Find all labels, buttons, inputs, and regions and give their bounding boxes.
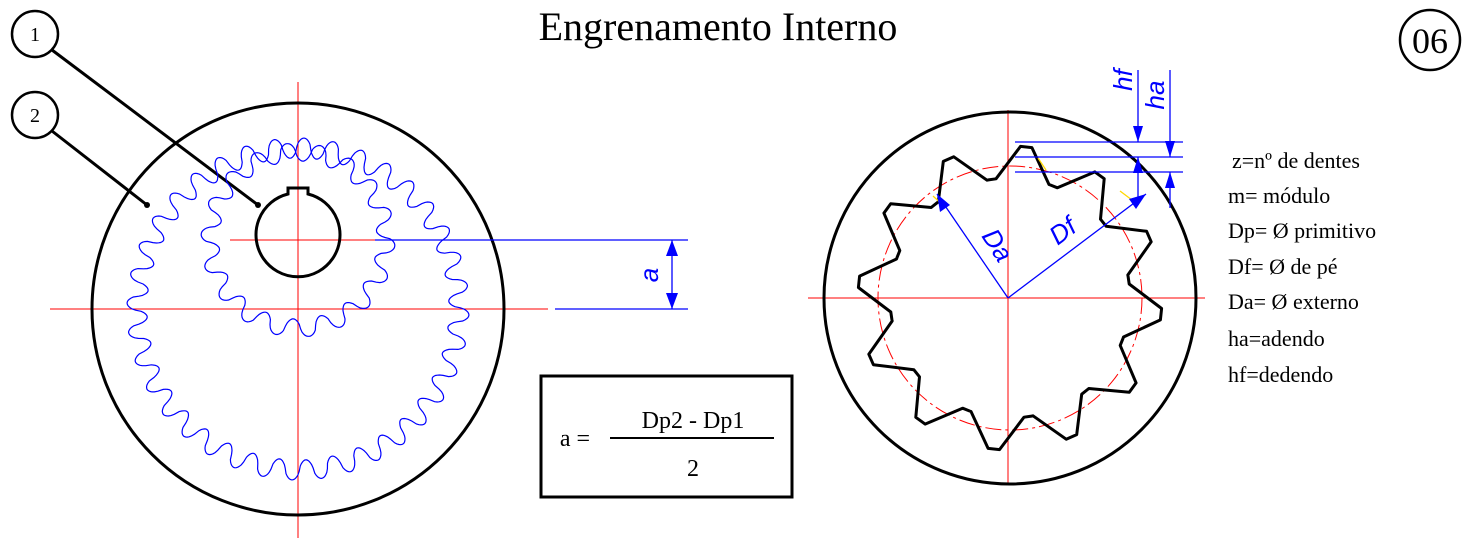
legend-item-z: z=nº de dentes bbox=[1232, 148, 1360, 173]
callout-2-label: 2 bbox=[30, 105, 40, 127]
callout-1-circle bbox=[10, 9, 60, 59]
pinion-tooth-profile bbox=[200, 143, 396, 337]
pitch-circle bbox=[877, 165, 1143, 431]
formula-denominator: 2 bbox=[687, 456, 699, 482]
right-ring-body bbox=[822, 110, 1198, 486]
right-ring-gear: Da Df hf ha bbox=[808, 66, 1205, 486]
callout-1-label: 1 bbox=[30, 24, 40, 46]
ring-gear-tooth-profile bbox=[126, 137, 470, 481]
legend-item-hf: hf=dedendo bbox=[1228, 362, 1333, 387]
formula-numerator: Dp2 - Dp1 bbox=[642, 408, 745, 434]
ring-gear-body bbox=[90, 101, 506, 517]
tooth-height-arrows bbox=[1133, 126, 1175, 188]
pinion-bore-keyway bbox=[254, 186, 342, 279]
right-ring-tooth-profile bbox=[856, 144, 1164, 452]
legend-item-dp: Dp= Ø primitivo bbox=[1228, 218, 1376, 243]
callout-2-leader bbox=[51, 129, 148, 207]
callout-2-dot bbox=[144, 202, 150, 208]
ha-label: ha bbox=[1140, 81, 1170, 110]
df-dimension: Df bbox=[1007, 193, 1147, 299]
callout-1-dot bbox=[255, 202, 261, 208]
left-gear-assembly: a bbox=[50, 82, 688, 538]
legend-item-da: Da= Ø externo bbox=[1228, 289, 1359, 314]
legend: z=nº de dentes m= módulo Dp= Ø primitivo… bbox=[1228, 148, 1376, 387]
center-distance-dimension: a bbox=[375, 239, 688, 310]
formula-box: a = Dp2 - Dp1 2 bbox=[539, 374, 794, 499]
formula-lhs: a = bbox=[560, 426, 590, 452]
page-title: Engrenamento Interno bbox=[539, 4, 898, 49]
legend-item-m: m= módulo bbox=[1228, 183, 1330, 208]
legend-item-ha: ha=adendo bbox=[1228, 326, 1325, 351]
page-number: 06 bbox=[1412, 21, 1448, 61]
callout-2-circle bbox=[10, 90, 60, 140]
legend-item-df: Df= Ø de pé bbox=[1228, 254, 1338, 279]
hf-label: hf bbox=[1108, 66, 1138, 90]
callout-1-leader bbox=[51, 48, 259, 207]
da-dimension: Da bbox=[936, 193, 1019, 299]
page-number-circle bbox=[1398, 8, 1462, 72]
center-distance-label: a bbox=[634, 268, 664, 282]
